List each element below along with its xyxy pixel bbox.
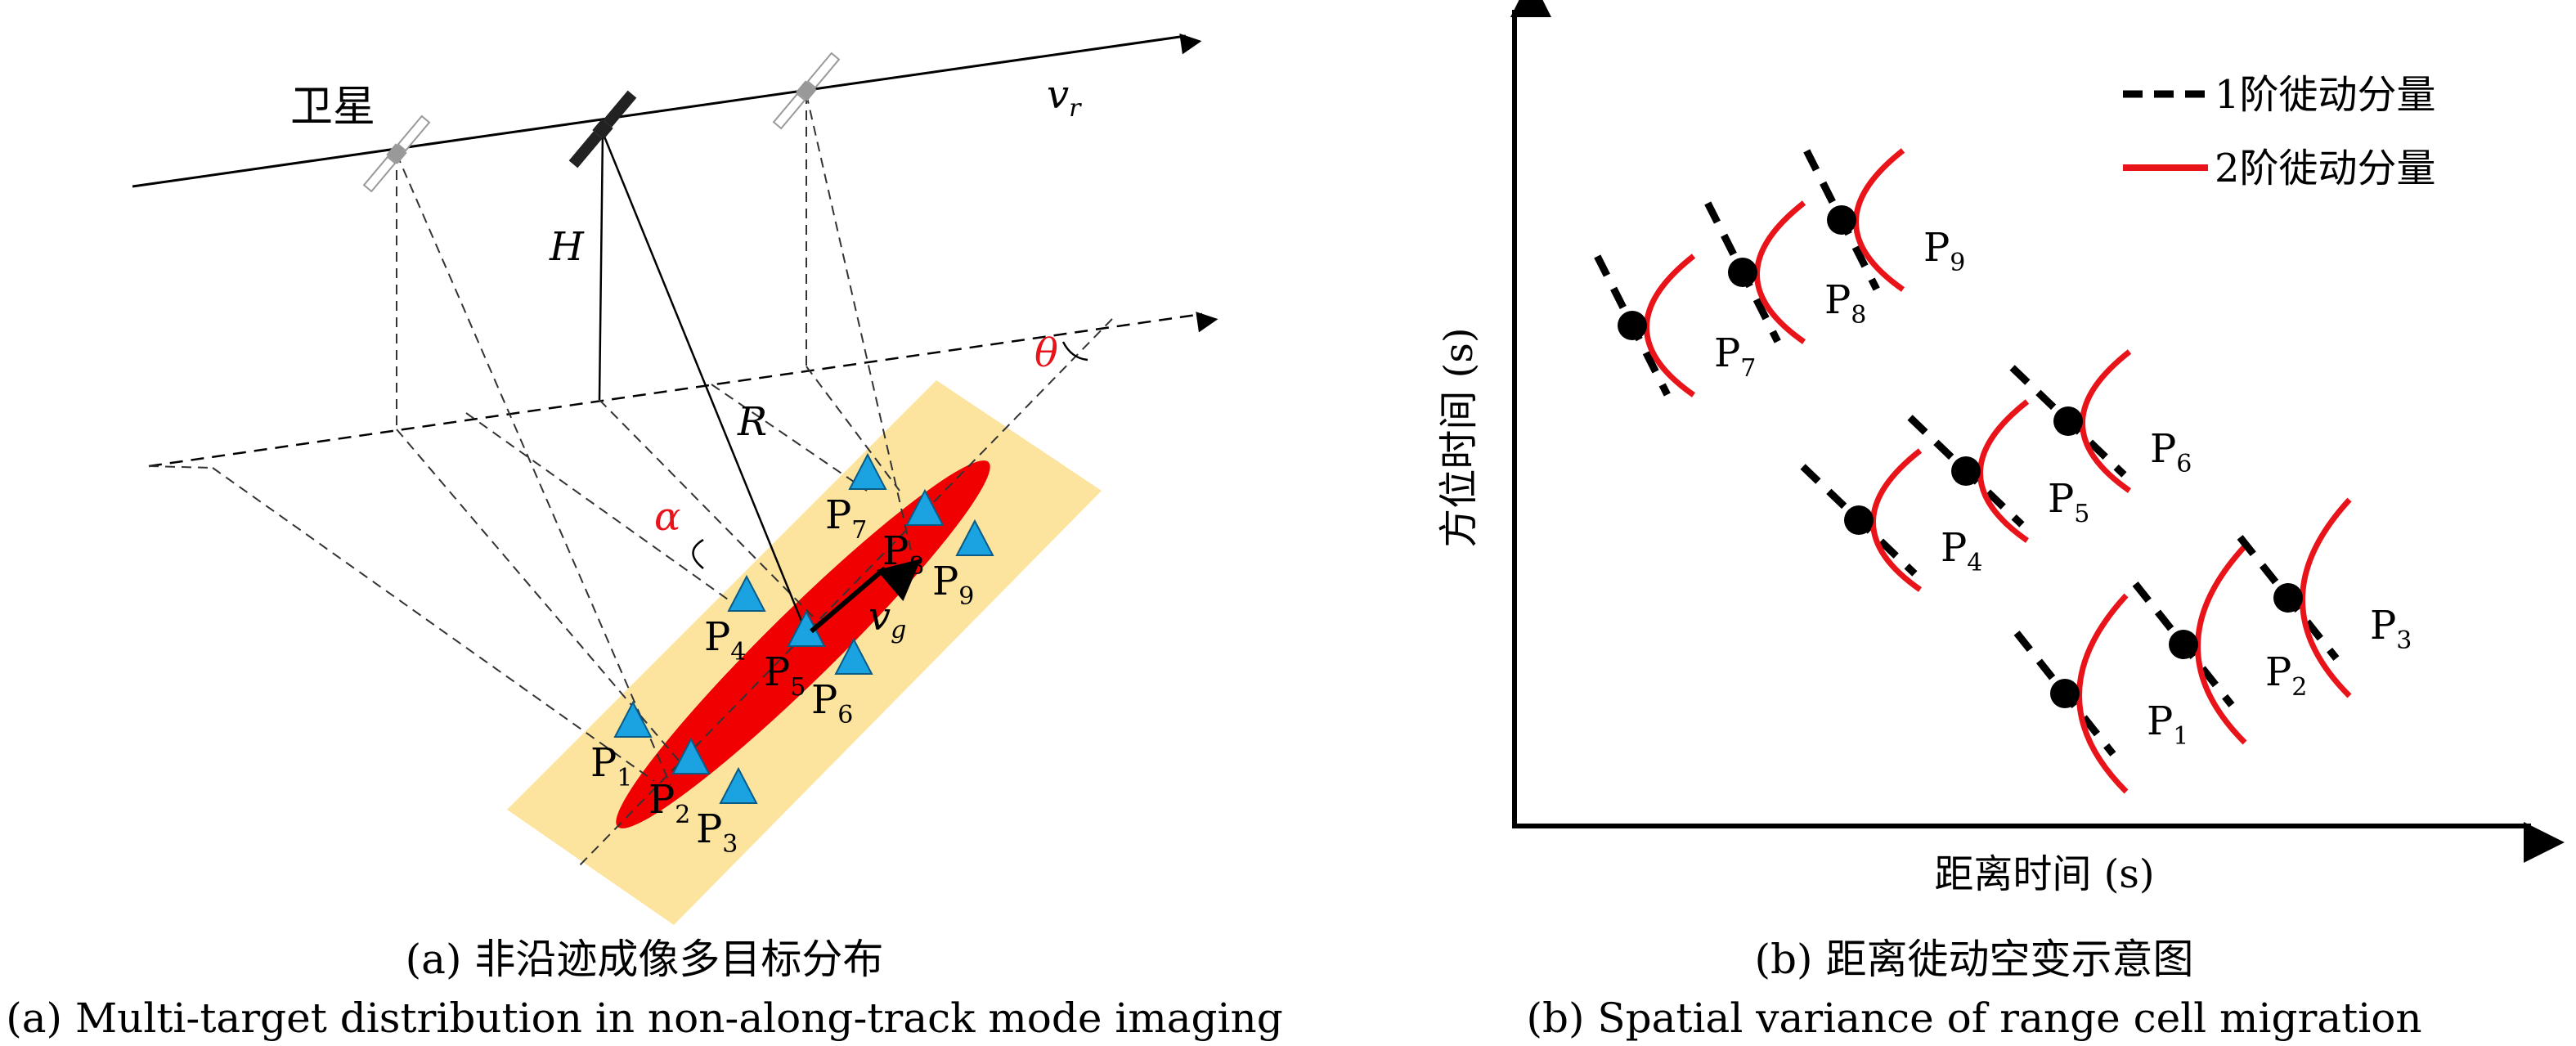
target-dot — [1951, 456, 1981, 486]
target-triangle-icon — [727, 574, 766, 612]
target-label: P2 — [2265, 649, 2307, 702]
construction-dashed-line — [599, 399, 819, 622]
y-axis-label: 方位时间 (s) — [1436, 327, 1482, 547]
target-label: P2 — [648, 777, 690, 829]
target-label: P3 — [696, 806, 738, 859]
target-dot — [2273, 583, 2303, 613]
migration-curve-1: P1 — [2013, 593, 2188, 794]
legend-label-first-order: 1阶徙动分量 — [2215, 72, 2436, 118]
target-label: P4 — [704, 614, 746, 667]
second-order-migration-curve — [2195, 544, 2247, 745]
panel-b-migration: P1 P2 P3 P4 P5 P6 P7 P8 P9 1阶徙动分量 2阶徙动分量 方位时间 (s… — [1436, 0, 2565, 897]
target-dot — [2169, 630, 2198, 659]
second-order-migration-curve — [1754, 200, 1806, 344]
target-dot — [2053, 406, 2083, 436]
theta-arc — [1061, 341, 1088, 361]
second-order-migration-curve — [2300, 497, 2352, 698]
second-order-migration-curve — [1853, 148, 1905, 292]
target-label: P9 — [1923, 225, 1965, 277]
target-label: P7 — [825, 492, 867, 545]
migration-curve-4: P4 — [1800, 448, 1982, 592]
caption-a-english: (a) Multi-target distribution in non-alo… — [6, 994, 1283, 1042]
target-label: P5 — [2048, 476, 2089, 528]
target-label: P3 — [2370, 603, 2412, 655]
x-axis-label: 距离时间 (s) — [1934, 851, 2154, 897]
caption-b-chinese: (b) 距离徙动空变示意图 — [1755, 936, 2194, 983]
range-line — [601, 132, 808, 634]
caption-a-chinese: (a) 非沿迹成像多目标分布 — [406, 936, 884, 983]
construction-dashed-line — [711, 384, 868, 492]
alpha-label: α — [654, 494, 680, 540]
migration-curve-9: P9 — [1803, 148, 1965, 292]
migration-curve-5: P5 — [1907, 399, 2089, 543]
target-triangle-icon — [613, 700, 653, 738]
construction-dashed-line — [806, 366, 900, 492]
target-dot — [1618, 311, 1647, 340]
ground-track-line — [148, 312, 1218, 468]
target-label: P8 — [1824, 277, 1866, 330]
height-label: H — [549, 224, 585, 270]
migration-curve-6: P6 — [2009, 349, 2192, 493]
target-label: P7 — [1714, 330, 1756, 383]
construction-dashed-line — [396, 153, 671, 786]
migration-curve-3: P3 — [2237, 497, 2412, 698]
alpha-arc — [692, 538, 704, 569]
construction-dashed-line — [465, 412, 737, 606]
construction-dashed-line — [212, 467, 655, 782]
target-label: P4 — [1941, 525, 1982, 577]
target-triangle-icon — [719, 766, 758, 804]
second-order-migration-curve — [1644, 254, 1696, 397]
migration-curve-8: P8 — [1704, 200, 1866, 344]
range-label: R — [737, 399, 767, 445]
satellite-icon — [568, 90, 637, 168]
target-label: P1 — [2147, 698, 2188, 751]
ground-velocity-label: vg — [868, 594, 906, 644]
construction-dashed-line — [806, 93, 917, 573]
satellite-icon — [772, 52, 841, 130]
migration-curve-7: P7 — [1594, 254, 1756, 397]
legend-label-second-order: 2阶徙动分量 — [2215, 146, 2436, 191]
second-order-migration-curve — [2076, 593, 2129, 794]
target-dot — [2050, 679, 2080, 708]
target-dot — [1844, 505, 1874, 535]
target-label: P9 — [932, 559, 974, 611]
migration-curve-2: P2 — [2132, 544, 2307, 745]
satellite-label: 卫星 — [290, 83, 375, 132]
radar-velocity-label: vr — [1047, 72, 1082, 123]
ground-velocity-arrow — [810, 559, 922, 634]
satellite-icon — [362, 114, 431, 193]
target-dot — [1728, 258, 1757, 287]
target-triangle-icon — [671, 737, 711, 774]
theta-label: θ — [1034, 330, 1058, 376]
target-label: P6 — [2150, 426, 2192, 478]
caption-b-english: (b) Spatial variance of range cell migra… — [1526, 994, 2421, 1042]
construction-dashed-line — [577, 318, 1113, 868]
height-line — [598, 132, 604, 401]
target-label: P1 — [590, 740, 632, 792]
target-triangle-icon — [905, 488, 945, 526]
target-dot — [1827, 205, 1856, 235]
target-triangle-icon — [848, 452, 887, 490]
construction-dashed-line — [148, 465, 213, 469]
target-triangle-icon — [834, 637, 873, 675]
target-triangle-icon — [955, 519, 994, 556]
target-label: P5 — [764, 649, 806, 702]
target-label: P6 — [811, 677, 853, 730]
orbit-line — [132, 34, 1202, 188]
